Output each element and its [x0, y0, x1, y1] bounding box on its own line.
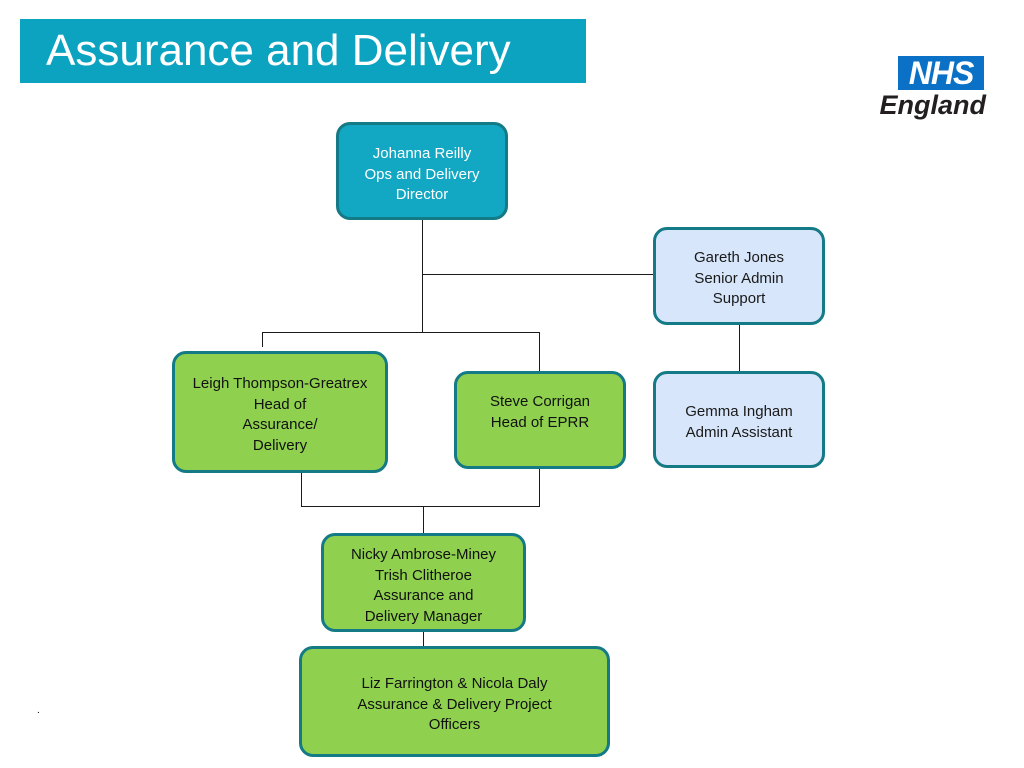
connector-manager-to-officers — [423, 630, 424, 648]
node-director[interactable]: Johanna Reilly Ops and Delivery Director — [336, 122, 508, 220]
node-head-assurance[interactable]: Leigh Thompson-Greatrex Head of Assuranc… — [172, 351, 388, 473]
title-banner: Assurance and Delivery — [20, 19, 586, 83]
node-name: Steve Corrigan — [489, 393, 591, 410]
node-admin-assistant[interactable]: Gemma Ingham Admin Assistant — [653, 371, 825, 468]
node-role: Ops and Delivery — [364, 165, 480, 183]
node-role: Assurance/ — [242, 416, 318, 433]
page-title: Assurance and Delivery — [46, 26, 511, 75]
node-role: Director — [395, 186, 449, 203]
node-senior-admin-support[interactable]: Gareth Jones Senior Admin Support — [653, 227, 825, 325]
node-project-officers[interactable]: Liz Farrington & Nicola Daly Assurance &… — [299, 646, 610, 757]
node-name: Nicky Ambrose-Miney — [350, 546, 497, 563]
connector-heads-bottom — [301, 506, 540, 507]
node-role: Assurance and — [373, 587, 474, 604]
connector-heads-horizontal — [262, 332, 540, 333]
connector-to-manager — [423, 506, 424, 535]
connector-to-head-eprr — [539, 332, 540, 372]
node-name: Gareth Jones — [693, 249, 785, 266]
node-head-eprr[interactable]: Steve Corrigan Head of EPRR — [454, 371, 626, 469]
connector-to-admin-support — [422, 274, 656, 275]
node-role: Officers — [428, 716, 481, 733]
node-role: Head of — [253, 395, 307, 413]
footnote-dot: . — [37, 705, 40, 716]
node-role: Admin Assistant — [685, 423, 793, 441]
node-role: Assurance & Delivery Project — [357, 695, 552, 713]
node-role: Head of EPRR — [490, 413, 590, 431]
node-name: Johanna Reilly — [372, 145, 472, 162]
node-role: Senior Admin — [694, 269, 784, 287]
node-manager[interactable]: Nicky Ambrose-Miney Trish Clitheroe Assu… — [321, 533, 526, 632]
nhs-england-logo: NHS England — [874, 54, 986, 124]
node-name: Trish Clitheroe — [375, 566, 472, 584]
nhs-logo-mark: NHS — [898, 56, 984, 90]
node-role: Support — [712, 290, 766, 307]
nhs-logo-region: England — [879, 90, 987, 120]
connector-head-assurance-down — [301, 470, 302, 507]
node-name: Gemma Ingham — [685, 403, 793, 420]
connector-director-down — [422, 219, 423, 332]
node-name: Leigh Thompson-Greatrex — [192, 375, 368, 392]
connector-head-eprr-down — [539, 467, 540, 507]
node-role: Delivery Manager — [364, 607, 483, 625]
node-role: Delivery — [252, 436, 308, 454]
connector-to-head-assurance — [262, 332, 263, 347]
node-name: Liz Farrington & Nicola Daly — [361, 675, 548, 692]
connector-admin-down — [739, 324, 740, 372]
